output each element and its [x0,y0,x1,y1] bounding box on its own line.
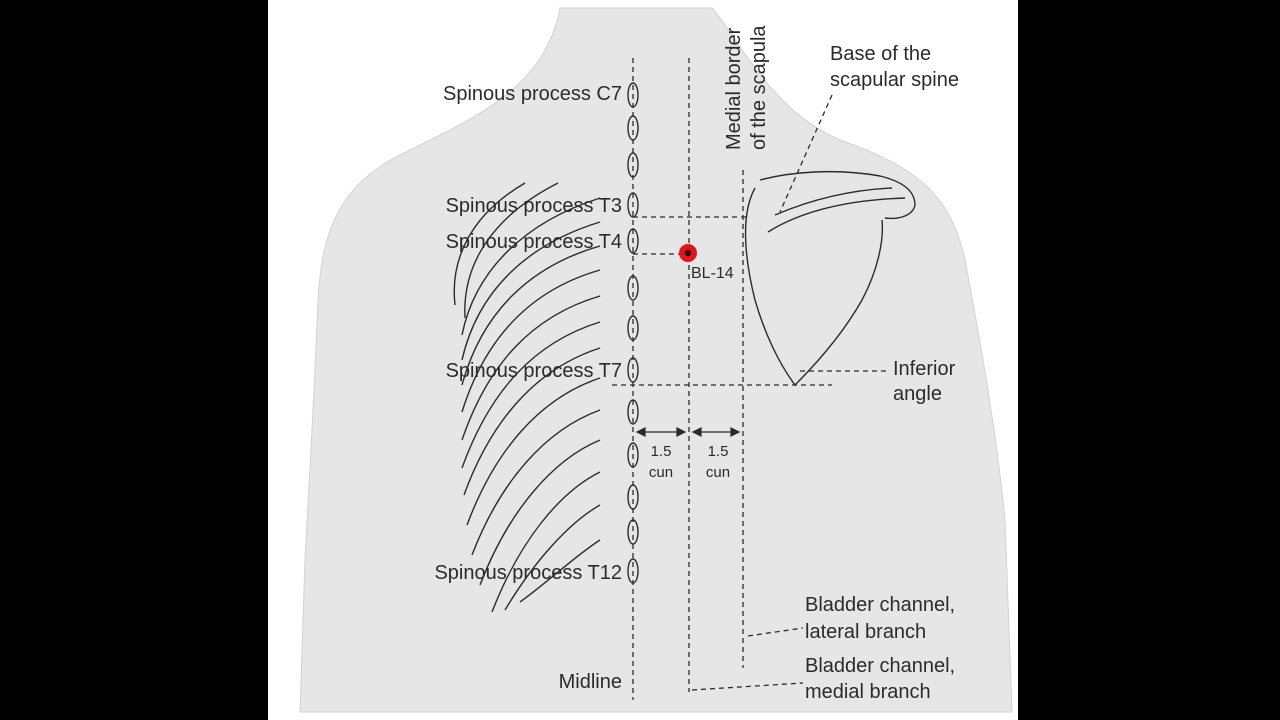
rib-cage [453,182,601,613]
label-inferior-line2: angle [893,383,942,405]
label-medial-border: Medial border of the scapula [723,25,770,150]
label-measure-left-unit: cun [649,464,673,481]
medial-branch-leader [691,682,804,691]
bl14-acupoint [679,244,697,262]
label-measure-right-num: 1.5 [708,443,729,460]
label-acupoint-bl14: BL-14 [691,265,734,282]
label-medial-border-line1: Medial border [723,27,745,150]
label-c7: Spinous process C7 [443,83,622,105]
lateral-branch-leader [747,627,804,637]
label-medial-border-line2: of the scapula [748,25,770,150]
label-measure-left-num: 1.5 [651,443,672,460]
label-midline: Midline [559,671,622,693]
label-base-spine-line1: Base of the [830,43,931,65]
label-t7: Spinous process T7 [446,360,622,382]
label-bladder-lateral-line1: Bladder channel, [805,594,955,616]
label-measure-right-unit: cun [706,464,730,481]
label-inferior-line1: Inferior [893,358,956,380]
label-t4: Spinous process T4 [446,231,622,253]
label-bladder-lateral-line2: lateral branch [805,621,926,643]
label-t12: Spinous process T12 [434,562,622,584]
cun-measurement [635,427,741,437]
label-t3: Spinous process T3 [446,195,622,217]
back-silhouette [299,7,1013,713]
label-base-spine-line2: scapular spine [830,69,959,91]
scapular-spine-leader [779,94,833,213]
label-bladder-medial-line2: medial branch [805,681,931,703]
label-bladder-medial-line1: Bladder channel, [805,655,955,677]
